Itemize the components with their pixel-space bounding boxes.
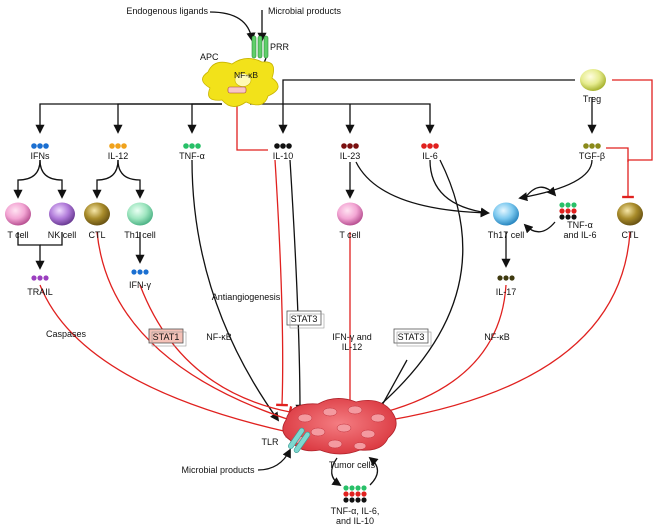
ifng-il12-label-1: IFN-γ and [332,332,372,342]
apc-nfkb-label: NF-κB [234,70,258,80]
prr-label: PRR [270,42,290,52]
apc-nucleus [234,73,252,87]
ctl-left-cell [84,202,110,226]
apc-label: APC [200,52,219,62]
ctl-right-label: CTL [621,230,638,240]
il6-label: IL-6 [422,151,438,161]
th17-cell [493,202,519,226]
inhibition-lines [39,79,653,438]
t-cell-mid [337,202,363,226]
stat3-box-b: STAT3 [393,328,432,347]
nfkb-right-label: NF-κB [484,332,510,342]
stat3-b-label: STAT3 [398,332,425,342]
ifng-label: IFN-γ [129,280,151,290]
ctl-right-cell [617,202,643,226]
treg-label: Treg [583,94,601,104]
nk-cell-label: NK cell [48,230,77,240]
bottom-cytokines-label-1: TNF-α, IL-6, [331,506,380,516]
microbial-products-top-label: Microbial products [268,6,342,16]
tlr-receptor [288,427,311,453]
antiangiogenesis-label: Antiangiogenesis [212,292,281,302]
treg-cell [580,69,606,91]
tumor-cells-label: Tumor cells [329,460,376,470]
nk-cell [49,202,75,226]
activation-arrows [13,10,597,487]
tlr-label: TLR [261,437,279,447]
ifng-il12-label-2: IL-12 [342,342,363,352]
t-cell-left-label: T cell [7,230,28,240]
tgfb-label: TGF-β [579,151,605,161]
t-cell-left [5,202,31,226]
apc-nfkb-complex [227,86,247,94]
ctl-left-label: CTL [88,230,105,240]
trail-label: TRAIL [27,287,53,297]
il12-label: IL-12 [108,151,129,161]
il23-label: IL-23 [340,151,361,161]
prr-receptor [251,35,269,59]
th17-cell-label: Th17 cell [488,230,525,240]
t-cell-mid-label: T cell [339,230,360,240]
stat1-label: STAT1 [153,332,180,342]
stat1-box: STAT1 [148,328,187,347]
il17-label: IL-17 [496,287,517,297]
stat3-a-label: STAT3 [291,314,318,324]
cytokine-dots [31,143,601,503]
th17-cytokines-label-1: TNF-α [567,220,593,230]
caspases-label: Caspases [46,329,87,339]
microbial-products-bottom-label: Microbial products [181,465,255,475]
bottom-cytokines-label-2: and IL-10 [336,516,374,526]
tnfa-label: TNF-α [179,151,205,161]
th1-cell-label: Th1 cell [124,230,156,240]
nfkb-left-label: NF-κB [206,332,232,342]
stat3-box-a: STAT3 [286,310,325,329]
endogenous-ligands-label: Endogenous ligands [126,6,208,16]
ifns-label: IFNs [31,151,50,161]
il10-label: IL-10 [273,151,294,161]
th17-cytokines-label-2: and IL-6 [563,230,596,240]
tumor-cell-cluster [282,398,397,455]
th1-cell [127,202,153,226]
